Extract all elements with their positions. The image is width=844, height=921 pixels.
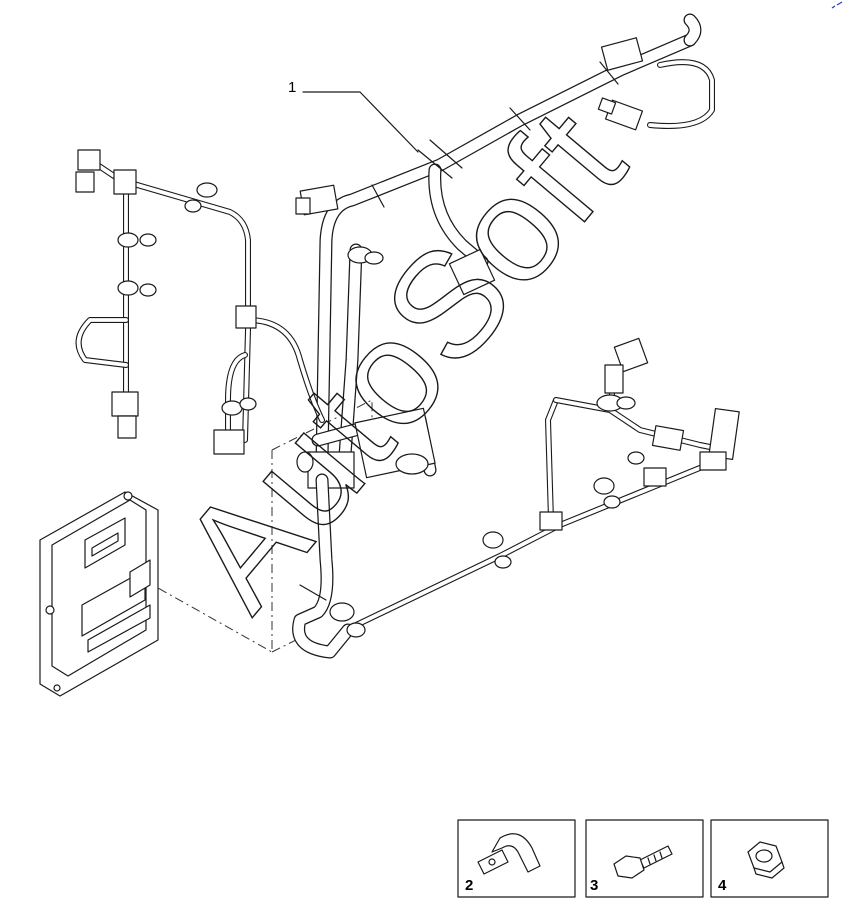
harness-branch-lower — [292, 397, 715, 659]
harness-hub — [296, 407, 437, 489]
ecu-control-unit — [39, 491, 159, 697]
parts-box-2: 2 — [457, 819, 576, 898]
main-harness-trunk — [315, 13, 702, 467]
harness-branch-right — [553, 337, 740, 471]
callout-1: 1 — [288, 79, 419, 153]
trunk-connectors — [295, 37, 644, 296]
p-clip-icon — [477, 833, 541, 875]
part-number: 3 — [590, 877, 598, 894]
callout-number: 1 — [288, 79, 296, 96]
harness-branch-upper-right — [597, 59, 715, 131]
leader-line — [302, 91, 419, 153]
part-number: 4 — [718, 877, 727, 894]
part-number: 2 — [465, 877, 473, 894]
harness-branch-left — [75, 149, 325, 455]
watermark: AutoSoft — [148, 78, 657, 639]
hex-bolt-icon — [613, 845, 673, 879]
corner-mark — [831, 1, 843, 9]
parts-box-4: 4 — [710, 819, 829, 898]
parts-box-3: 3 — [585, 819, 704, 898]
hex-nut-icon — [747, 841, 785, 879]
